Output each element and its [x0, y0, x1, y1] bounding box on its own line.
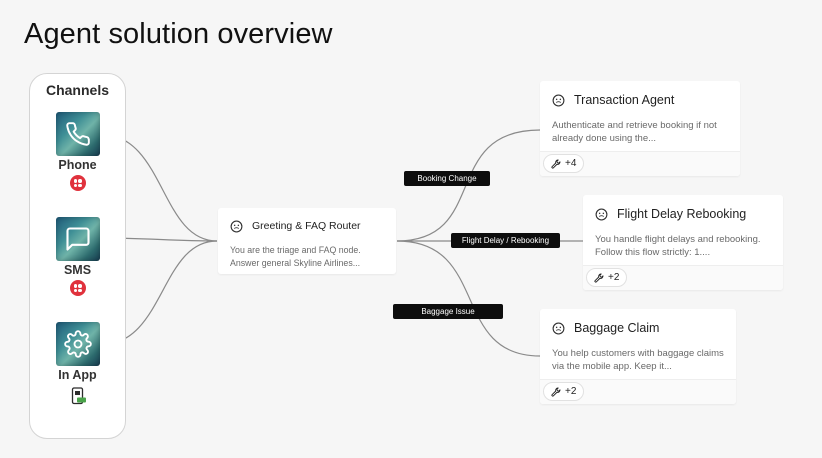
twilio-logo-icon [69, 175, 86, 191]
connector-router-baggage [396, 240, 541, 357]
page-title: Agent solution overview [24, 18, 333, 50]
channels-title: Channels [45, 82, 109, 98]
channel-label-sms: SMS [63, 263, 92, 277]
agent-description: Authenticate and retrieve booking if not… [552, 120, 717, 144]
route-label-booking-change: Booking Change [404, 171, 490, 186]
agent-face-icon [230, 220, 243, 232]
tools-count: +4 [565, 158, 577, 169]
channel-label-in-app: In App [58, 368, 97, 382]
agent-card-transaction[interactable]: Transaction Agent Authenticate and retri… [540, 81, 740, 176]
twilio-logo-icon [69, 280, 86, 296]
channel-in-app[interactable]: In App [30, 322, 125, 410]
channel-label-phone: Phone [58, 158, 97, 172]
card-footer: +2 [540, 379, 736, 404]
route-label-flight-delay: Flight Delay / Rebooking [451, 233, 560, 248]
phone-icon [55, 112, 100, 156]
agent-face-icon [595, 208, 608, 220]
router-description: You are the triage and FAQ node. Answer … [230, 245, 361, 268]
channels-panel: Channels Phone SMS [29, 73, 126, 439]
agent-title: Transaction Agent [574, 93, 675, 107]
agent-face-icon [552, 94, 565, 106]
agent-description: You handle flight delays and rebooking. … [595, 234, 761, 258]
agent-card-baggage[interactable]: Baggage Claim You help customers with ba… [540, 309, 736, 404]
tools-chip[interactable]: +2 [586, 268, 628, 287]
router-card[interactable]: Greeting & FAQ Router You are the triage… [218, 208, 396, 274]
tools-count: +2 [565, 386, 577, 397]
wrench-icon [551, 159, 561, 169]
agent-title: Baggage Claim [574, 321, 660, 335]
gear-icon [55, 322, 100, 366]
router-title: Greeting & FAQ Router [252, 220, 361, 232]
mobile-app-icon [71, 387, 86, 405]
wrench-icon [551, 387, 561, 397]
message-icon [55, 217, 100, 261]
agent-title: Flight Delay Rebooking [617, 207, 747, 221]
tools-chip[interactable]: +2 [543, 382, 585, 401]
channel-phone[interactable]: Phone [30, 112, 125, 191]
card-footer: +4 [540, 151, 740, 176]
channel-sms[interactable]: SMS [30, 217, 125, 296]
agent-card-flight-delay[interactable]: Flight Delay Rebooking You handle flight… [583, 195, 783, 290]
route-label-baggage-issue: Baggage Issue [393, 304, 503, 319]
tools-count: +2 [608, 272, 620, 283]
tools-chip[interactable]: +4 [543, 154, 585, 173]
agent-description: You help customers with baggage claims v… [552, 348, 724, 372]
agent-face-icon [552, 322, 565, 334]
wrench-icon [594, 273, 604, 283]
card-footer: +2 [583, 265, 783, 290]
